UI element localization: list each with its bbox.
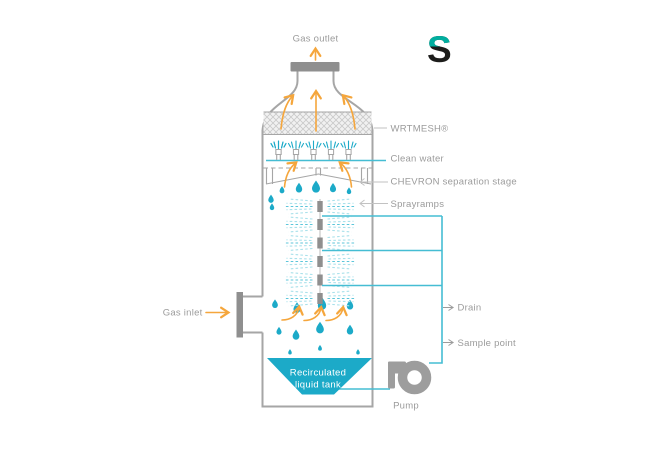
recirculation-piping (322, 215, 443, 390)
gas-flow-arrows (205, 46, 356, 322)
mesh-demister-pad (263, 111, 372, 136)
recirculated-liquid-tank: Recirculated liquid tank (267, 358, 372, 395)
spray-nozzles (270, 140, 357, 160)
logo-letter: S (427, 29, 452, 70)
brand-logo: S S (427, 31, 459, 69)
label-sample-point: Sample point (458, 338, 517, 349)
label-gas-inlet: Gas inlet (163, 308, 203, 319)
label-drain: Drain (458, 303, 482, 314)
gas-inlet-nozzle (236, 292, 263, 338)
leader-lines (359, 127, 455, 346)
diagram-labels: Gas outlet WRTMESH® Clean water CHEVRON … (163, 34, 517, 412)
ramp-nozzle-blocks (317, 201, 323, 304)
falling-droplets (268, 180, 360, 355)
clean-water-header (266, 140, 386, 162)
tank-label-line1: Recirculated (290, 368, 346, 379)
logo-letter-accent: S (427, 29, 452, 70)
tank-label-line2: liquid tank (295, 380, 341, 391)
label-clean-water: Clean water (391, 154, 444, 165)
gas-inlet-flange (236, 292, 243, 338)
label-pump: Pump (393, 401, 419, 412)
label-chevron-stage: CHEVRON separation stage (391, 176, 517, 187)
gas-outlet-flange (290, 62, 340, 72)
label-sprayramps: Sprayramps (391, 199, 445, 210)
chevron-separation-stage (263, 167, 372, 185)
label-gas-outlet: Gas outlet (293, 34, 339, 45)
label-wrtmesh: WRTMESH® (391, 123, 449, 134)
sprayramps-assembly (283, 198, 357, 307)
pump-icon (388, 360, 432, 395)
